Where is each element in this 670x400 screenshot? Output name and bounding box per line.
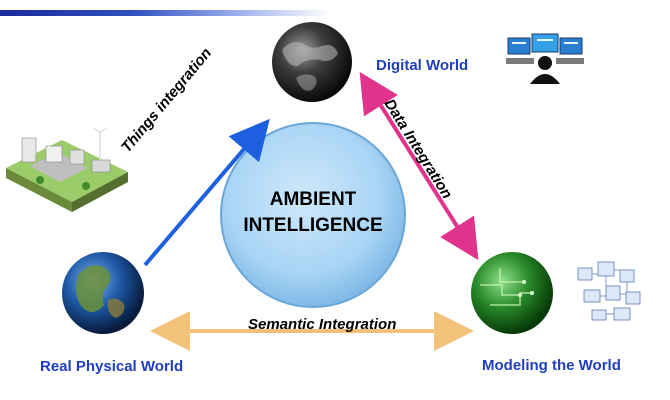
center-title-line1: AMBIENT <box>269 189 357 210</box>
semantic-integration-label: Semantic Integration <box>248 316 397 333</box>
circuit-globe-icon <box>471 252 553 334</box>
digital-world-label: Digital World <box>376 57 469 74</box>
earth-globe-icon <box>62 252 144 334</box>
computer-users-icon <box>506 33 584 84</box>
smart-city-icon <box>6 127 128 212</box>
data-integration-arrow <box>359 71 479 261</box>
modeling-the-world-label: Modeling the World <box>482 357 621 374</box>
data-model-diagram-icon <box>577 261 641 321</box>
center-title-line2: INTELLIGENCE <box>243 215 383 236</box>
center-title: AMBIENT INTELLIGENCE <box>233 187 393 239</box>
things-integration-arrow <box>143 118 270 267</box>
real-physical-world-label: Real Physical World <box>40 358 184 375</box>
header-accent-bar <box>0 10 330 16</box>
digital-globe-icon <box>272 22 352 102</box>
